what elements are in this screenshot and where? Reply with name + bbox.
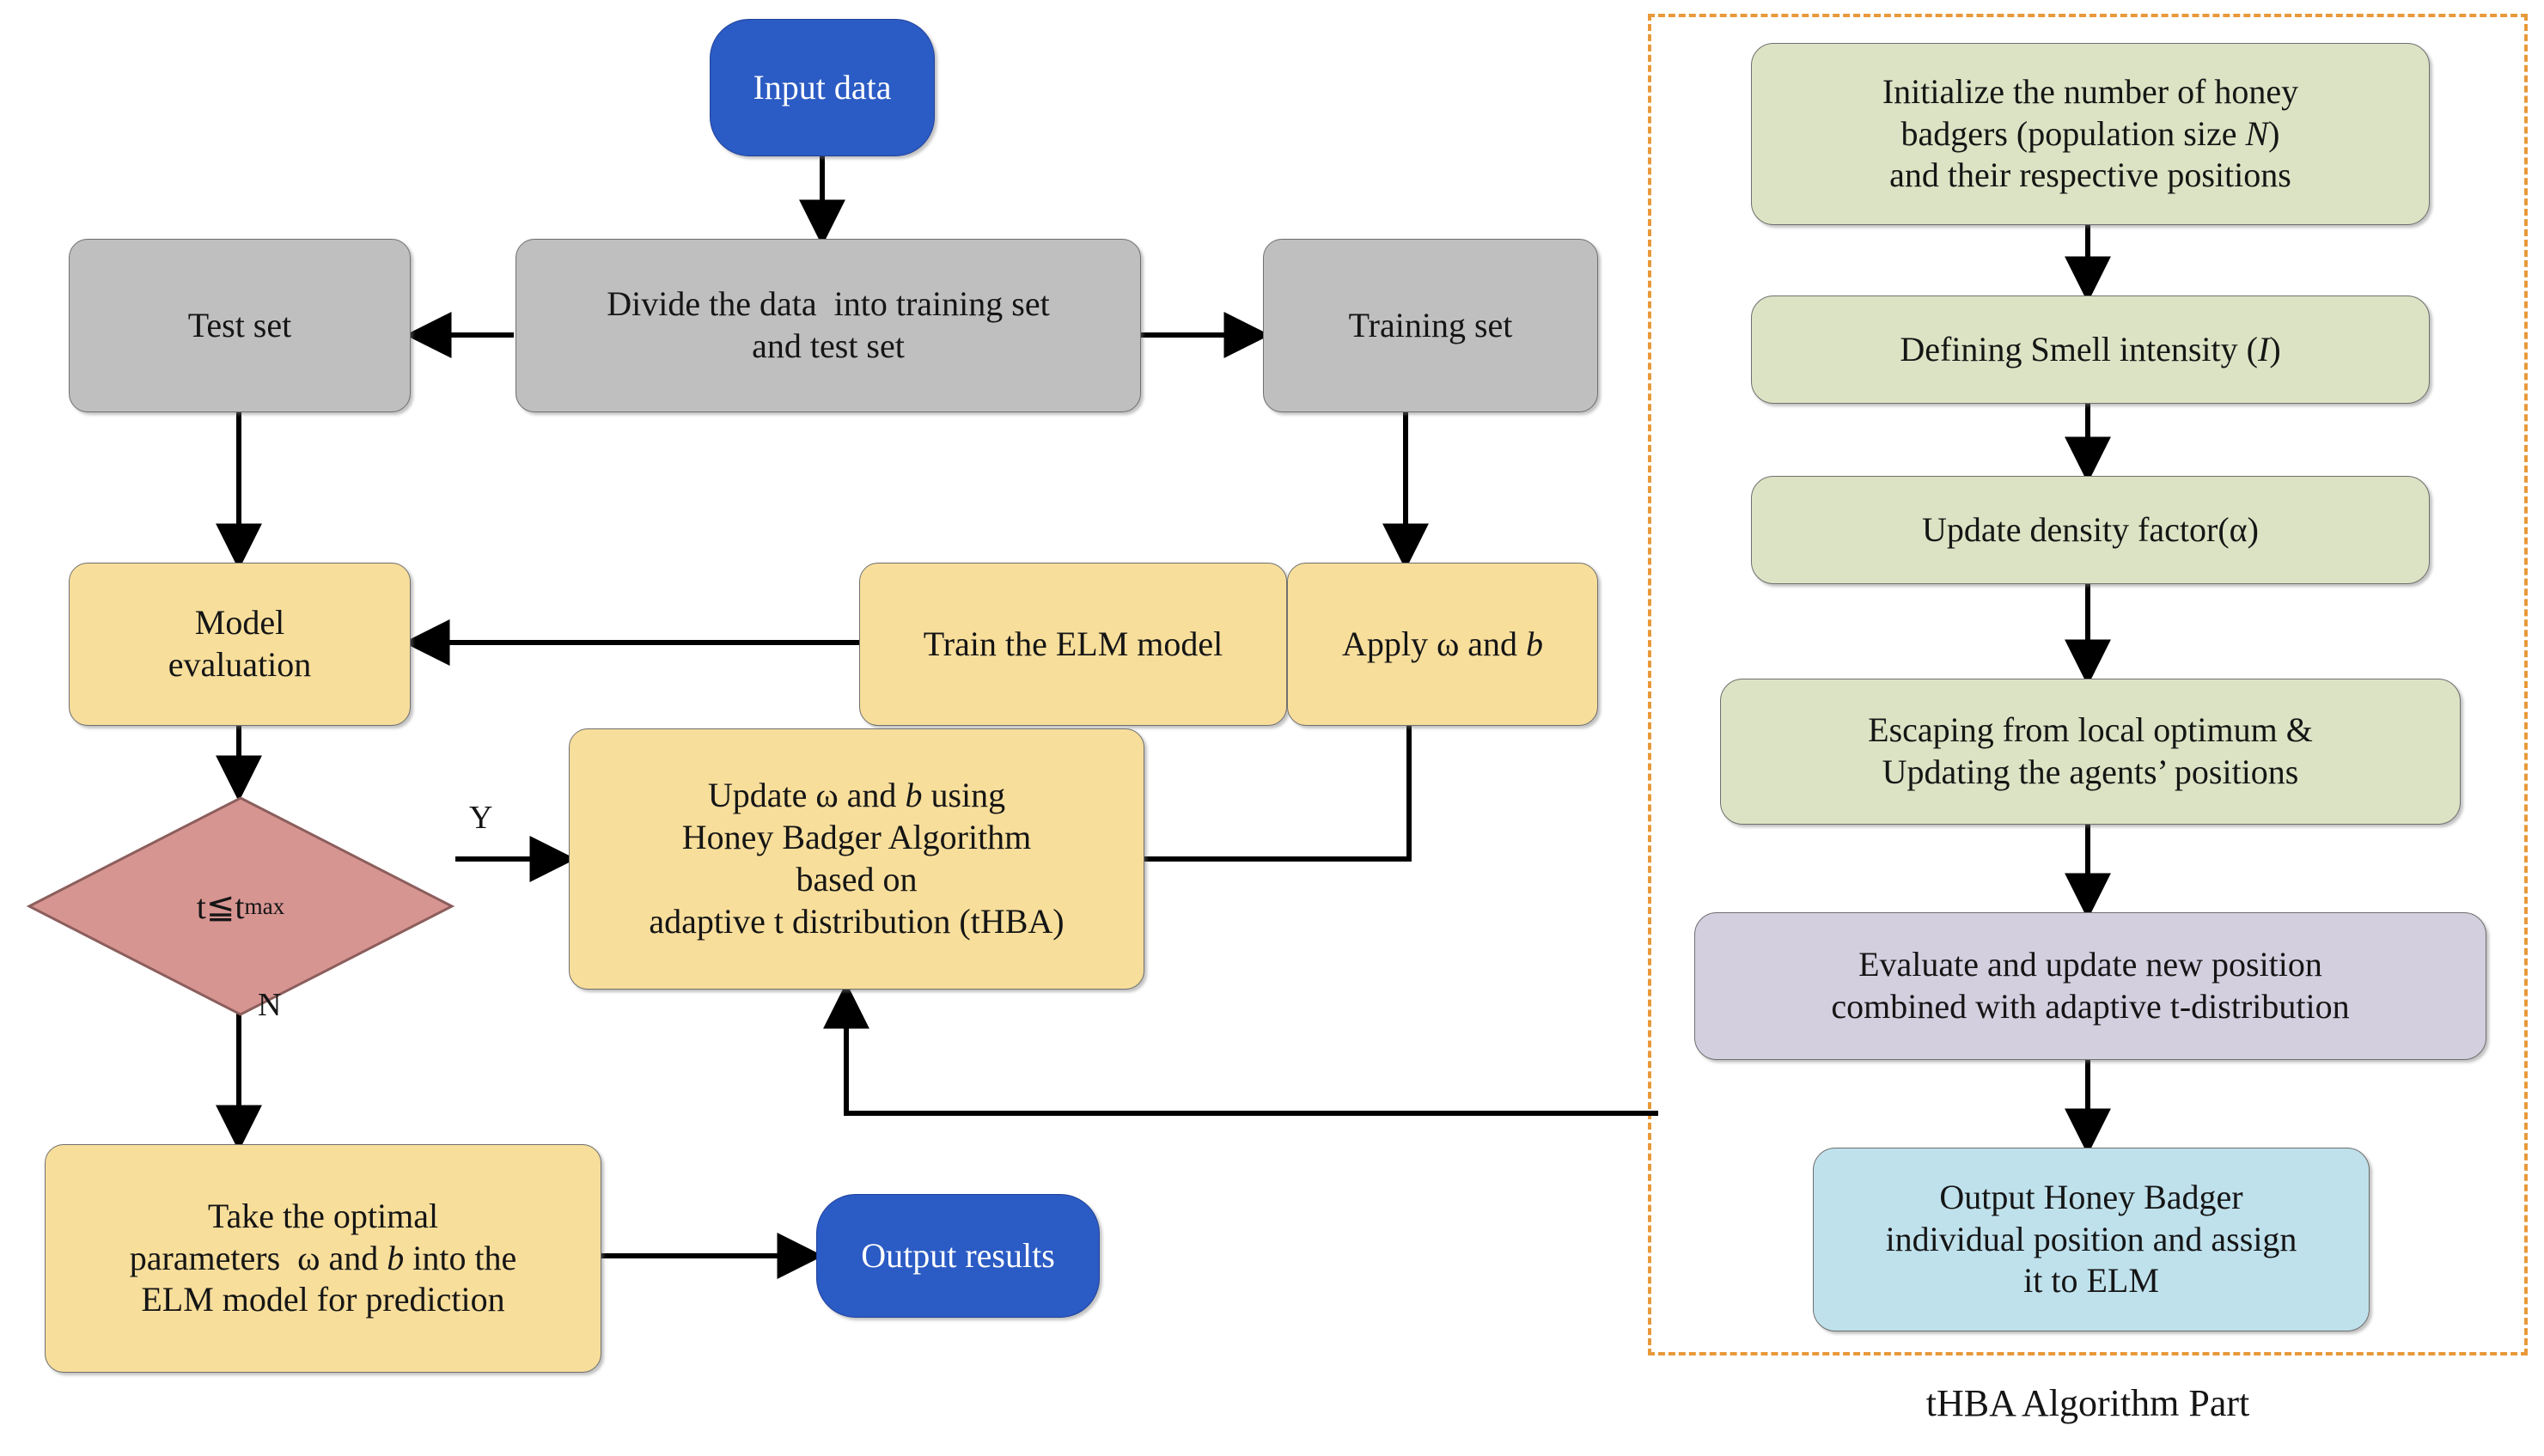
edge-thba-to-update-elbow [823, 982, 1658, 1116]
node-training-set[interactable]: Training set [1263, 239, 1598, 412]
node-input-data-label: Input data [753, 67, 892, 107]
node-thba-density-factor-label: Update density factor(α) [1922, 509, 2259, 549]
decision-diamond-shape [26, 796, 455, 1016]
edge-label-no: N [258, 987, 282, 1023]
node-thba-smell-intensity[interactable]: Defining Smell intensity (I) [1751, 295, 2430, 404]
node-test-set[interactable]: Test set [69, 239, 411, 412]
node-thba-escape-local-optimum[interactable]: Escaping from local optimum &Updating th… [1720, 679, 2461, 825]
node-thba-smell-intensity-label: Defining Smell intensity (I) [1900, 329, 2281, 369]
node-apply-params[interactable]: Apply ω and b [1287, 563, 1598, 726]
node-input-data[interactable]: Input data [710, 19, 935, 156]
node-thba-escape-local-optimum-label: Escaping from local optimum &Updating th… [1868, 710, 2313, 791]
node-output-results[interactable]: Output results [816, 1194, 1100, 1318]
node-output-results-label: Output results [861, 1235, 1055, 1275]
edge-label-yes: Y [469, 800, 493, 836]
node-train-elm-label: Train the ELM model [923, 624, 1223, 663]
node-test-set-label: Test set [187, 305, 292, 344]
thba-panel-border [1648, 14, 2528, 1355]
node-thba-density-factor[interactable]: Update density factor(α) [1751, 476, 2430, 584]
node-train-elm[interactable]: Train the ELM model [859, 563, 1287, 726]
node-apply-params-label: Apply ω and b [1341, 624, 1544, 663]
node-training-set-label: Training set [1348, 305, 1513, 344]
thba-panel-caption: tHBA Algorithm Part [1925, 1382, 2250, 1424]
